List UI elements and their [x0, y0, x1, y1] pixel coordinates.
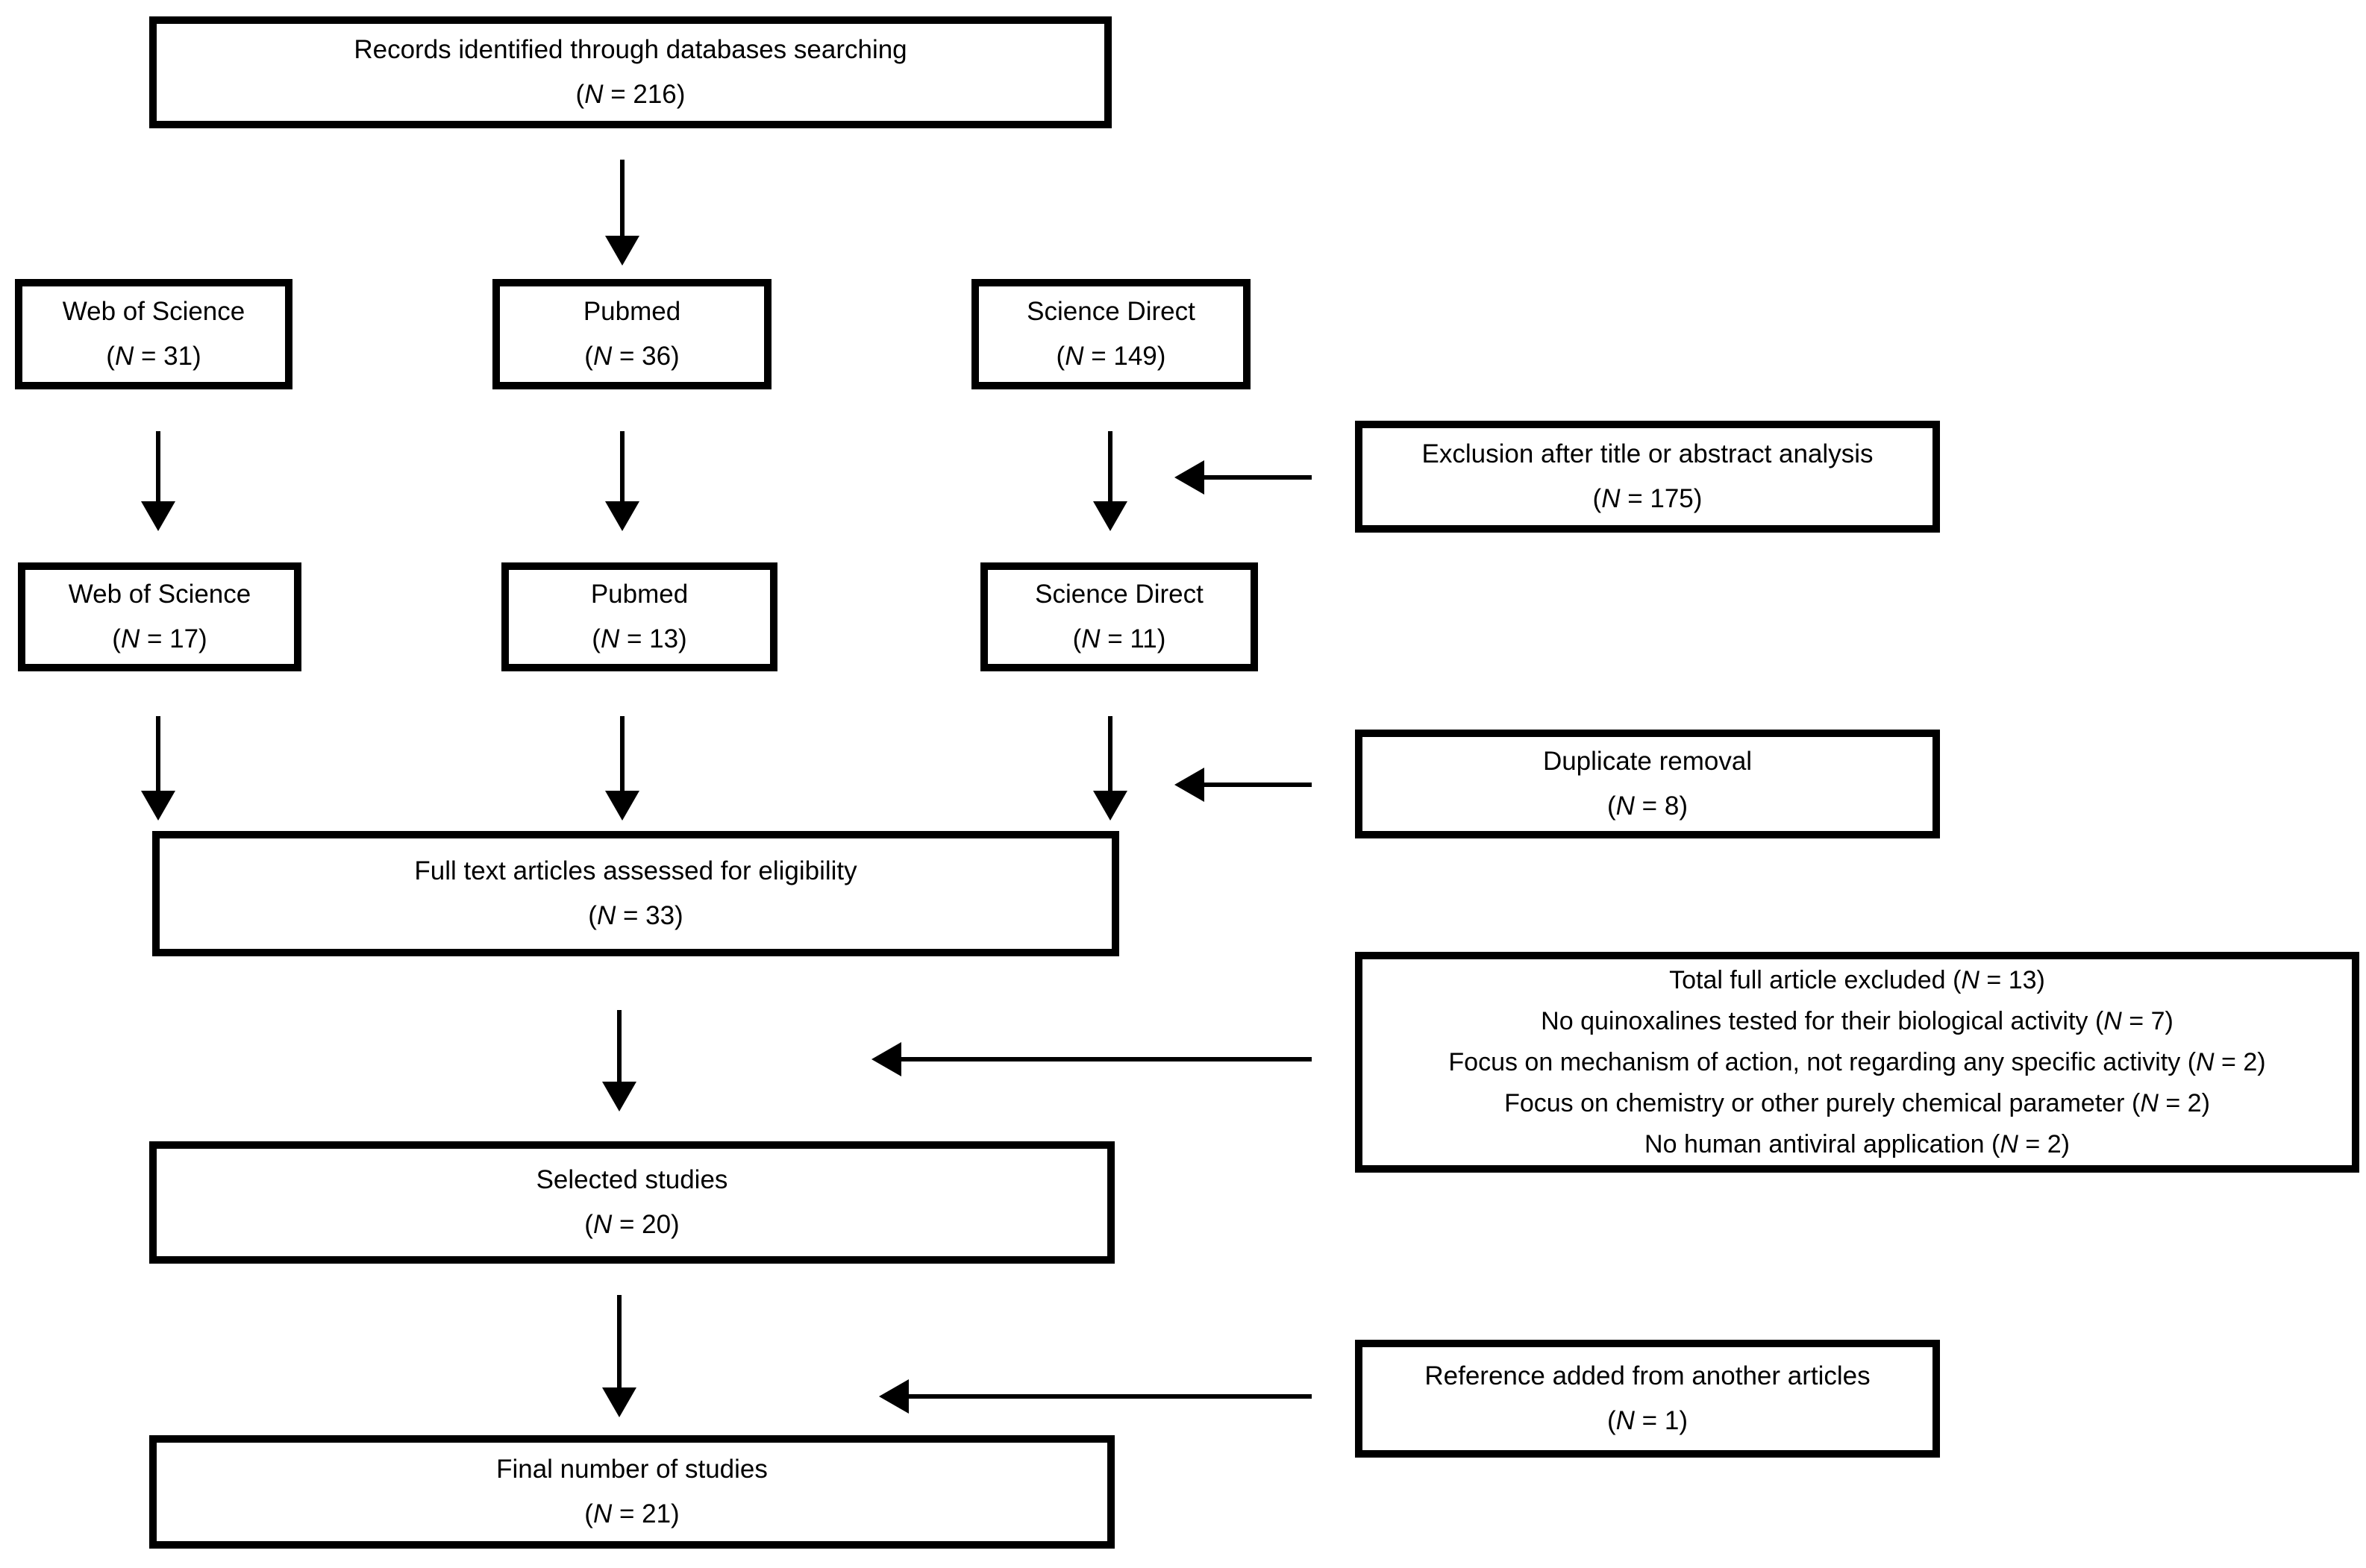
n-symbol: N	[592, 1499, 613, 1528]
count-value: 1	[1664, 1406, 1680, 1435]
box-final-number-label: Final number of studies	[496, 1455, 768, 1484]
box-reference-added-count: (N = 1)	[1607, 1406, 1688, 1435]
box-records-identified-count: (N = 216)	[575, 80, 686, 109]
box-exclusion-title-abstract-label: Exclusion after title or abstract analys…	[1421, 439, 1874, 468]
n-symbol: N	[114, 342, 134, 371]
exclusion-reason-line-3: Focus on mechanism of action, not regard…	[1448, 1047, 2266, 1076]
count-value: 17	[169, 624, 199, 653]
n-symbol: N	[1601, 484, 1621, 513]
count-value: 11	[1130, 624, 1157, 653]
box-pubmed-1-label: Pubmed	[583, 297, 681, 326]
arrow-sciencedirect1-to-sciencedirect2	[1093, 431, 1127, 531]
count-value: 175	[1650, 484, 1694, 513]
n-symbol: N	[2140, 1088, 2159, 1117]
exclusion-reason-line-5: No human antiviral application(N = 2)	[1644, 1129, 2070, 1158]
count-value: 2	[2047, 1129, 2062, 1158]
box-pubmed-1: Pubmed (N = 36)	[492, 279, 772, 389]
box-pubmed-1-count: (N = 36)	[584, 342, 680, 371]
n-symbol: N	[592, 1210, 613, 1239]
exclusion-reason-line-4: Focus on chemistry or other purely chemi…	[1504, 1088, 2210, 1117]
arrow-pubmed2-to-fulltext	[605, 716, 639, 821]
box-duplicate-removal: Duplicate removal (N = 8)	[1355, 730, 1940, 838]
box-exclusion-title-abstract-count: (N = 175)	[1592, 484, 1703, 513]
box-final-number-count: (N = 21)	[584, 1499, 680, 1528]
box-science-direct-1-label: Science Direct	[1027, 297, 1195, 326]
box-reference-added: Reference added from another articles (N…	[1355, 1340, 1940, 1458]
box-duplicate-removal-label: Duplicate removal	[1542, 747, 1753, 776]
n-symbol: N	[584, 80, 604, 109]
arrow-exclusion-to-sciencedirect-branch	[1174, 460, 1312, 495]
arrow-fulltext-to-selected	[602, 1010, 636, 1111]
count-value: 149	[1113, 342, 1157, 371]
box-final-number: Final number of studies (N = 21)	[149, 1435, 1115, 1549]
count-value: 20	[642, 1210, 672, 1239]
arrow-duplicate-removal-to-branch	[1174, 768, 1312, 802]
box-web-of-science-1-label: Web of Science	[62, 297, 245, 326]
n-symbol: N	[1615, 791, 1635, 821]
arrow-wos1-to-wos2	[141, 431, 175, 531]
exclusion-reason-line-2: No quinoxalines tested for their biologi…	[1541, 1006, 2173, 1035]
count-value: 31	[163, 342, 193, 371]
box-pubmed-2-count: (N = 13)	[592, 624, 687, 653]
box-selected-studies-count: (N = 20)	[584, 1210, 680, 1239]
count-value: 2	[2243, 1047, 2258, 1076]
box-fulltext-assessed: Full text articles assessed for eligibil…	[152, 831, 1119, 956]
n-symbol: N	[1961, 965, 1980, 994]
count-value: 216	[633, 80, 677, 109]
box-fulltext-assessed-label: Full text articles assessed for eligibil…	[414, 856, 857, 885]
count-value: 13	[2008, 965, 2037, 994]
arrow-records-to-pubmed	[605, 160, 639, 266]
box-duplicate-removal-count: (N = 8)	[1607, 791, 1688, 821]
box-records-identified-label: Records identified through databases sea…	[354, 35, 907, 64]
box-science-direct-1: Science Direct (N = 149)	[971, 279, 1251, 389]
count-value: 36	[642, 342, 672, 371]
box-science-direct-1-count: (N = 149)	[1056, 342, 1166, 371]
arrow-full-excluded-to-branch	[871, 1042, 1312, 1076]
box-web-of-science-1-count: (N = 31)	[106, 342, 201, 371]
box-records-identified: Records identified through databases sea…	[149, 16, 1112, 128]
box-web-of-science-1: Web of Science (N = 31)	[15, 279, 292, 389]
n-symbol: N	[1065, 342, 1084, 371]
count-value: 7	[2150, 1006, 2165, 1035]
arrow-reference-added-to-branch	[879, 1379, 1312, 1414]
arrow-sciencedirect2-to-fulltext	[1093, 716, 1127, 821]
arrow-wos2-to-fulltext	[141, 716, 175, 821]
exclusion-reason-line-1: Total full article excluded(N = 13)	[1669, 965, 2045, 994]
box-pubmed-2-label: Pubmed	[590, 580, 689, 609]
box-selected-studies: Selected studies (N = 20)	[149, 1141, 1115, 1264]
n-symbol: N	[596, 901, 616, 930]
count-value: 33	[645, 901, 675, 930]
box-fulltext-assessed-count: (N = 33)	[588, 901, 683, 930]
arrow-selected-to-final	[602, 1295, 636, 1417]
count-value: 2	[2187, 1088, 2202, 1117]
box-reference-added-label: Reference added from another articles	[1424, 1361, 1871, 1390]
count-value: 8	[1664, 791, 1680, 821]
count-value: 21	[642, 1499, 672, 1528]
n-symbol: N	[1081, 624, 1101, 653]
box-pubmed-2: Pubmed (N = 13)	[501, 562, 777, 671]
box-web-of-science-2-count: (N = 17)	[112, 624, 207, 653]
n-symbol: N	[592, 342, 613, 371]
box-selected-studies-label: Selected studies	[536, 1165, 728, 1194]
n-symbol: N	[2196, 1047, 2215, 1076]
count-value: 13	[649, 624, 679, 653]
arrow-pubmed1-to-pubmed2	[605, 431, 639, 531]
n-symbol: N	[2000, 1129, 2018, 1158]
box-science-direct-2-count: (N = 11)	[1072, 624, 1166, 653]
box-exclusion-title-abstract: Exclusion after title or abstract analys…	[1355, 421, 1940, 533]
n-symbol: N	[2103, 1006, 2122, 1035]
n-symbol: N	[120, 624, 140, 653]
box-web-of-science-2-label: Web of Science	[68, 580, 251, 609]
n-symbol: N	[1615, 1406, 1635, 1435]
box-full-articles-excluded: Total full article excluded(N = 13) No q…	[1355, 952, 2359, 1173]
box-science-direct-2-label: Science Direct	[1035, 580, 1204, 609]
box-science-direct-2: Science Direct (N = 11)	[980, 562, 1258, 671]
box-web-of-science-2: Web of Science (N = 17)	[18, 562, 301, 671]
n-symbol: N	[600, 624, 620, 653]
